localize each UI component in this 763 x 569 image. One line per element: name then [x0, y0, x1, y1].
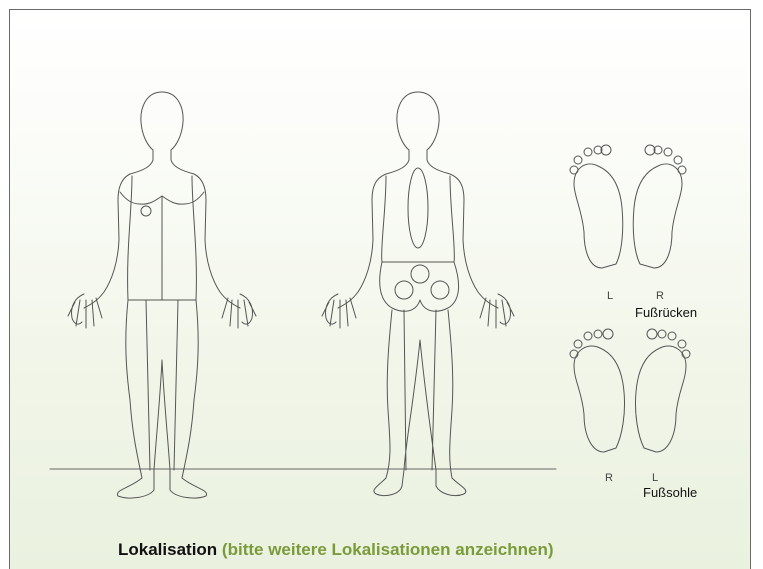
front-torso [120, 176, 204, 300]
foot-sole-right [635, 346, 686, 452]
foot-top-left-label: L [607, 290, 613, 302]
left-buttock-marker [395, 281, 413, 299]
foot-top-right-label: R [656, 290, 664, 302]
caption: Lokalisation (bitte weitere Lokalisation… [118, 540, 554, 560]
feet-top-view[interactable] [570, 145, 686, 268]
foot-top-right [633, 164, 682, 268]
foot-sole-right-label: L [652, 472, 658, 484]
back-figure[interactable] [322, 92, 514, 496]
feet-sole-view[interactable] [570, 329, 690, 452]
foot-top-left [574, 164, 623, 268]
buttocks-region [380, 262, 459, 311]
front-navel-marker [141, 206, 151, 216]
foot-sole-left [574, 346, 625, 452]
caption-main: Lokalisation [118, 540, 217, 559]
front-figure[interactable] [68, 92, 256, 498]
caption-hint: (bitte weitere Lokalisationen anzeichnen… [222, 540, 554, 559]
back-legs [374, 310, 466, 496]
back-outline [338, 92, 498, 308]
foot-sole-title: Fußsohle [643, 485, 697, 500]
foot-top-title: Fußrücken [635, 305, 697, 320]
right-buttock-marker [431, 281, 449, 299]
foot-sole-left-label: R [605, 472, 613, 484]
sacrum-marker [411, 265, 429, 283]
spine-marker [408, 168, 428, 248]
front-legs [117, 300, 206, 498]
back-torso [382, 176, 455, 262]
